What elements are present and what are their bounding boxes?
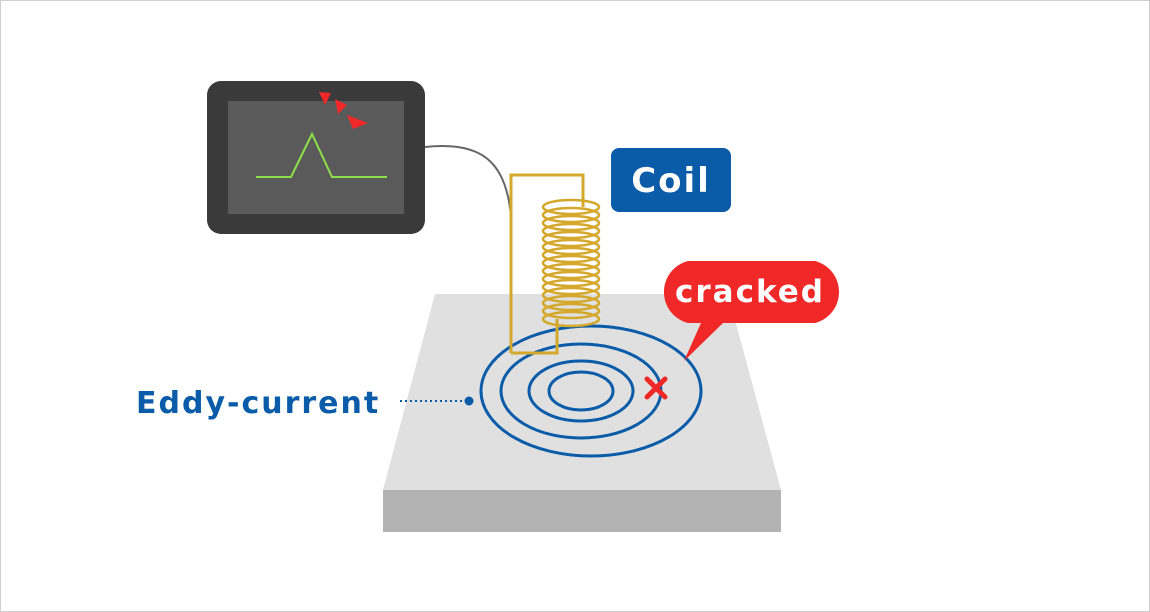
eddy-ring-outer — [479, 324, 703, 458]
cross-mark-icon — [644, 376, 668, 400]
cracked-callout-text: cracked — [675, 274, 825, 310]
eddy-current-label-text: Eddy-current — [136, 386, 380, 421]
eddy-ring-center — [547, 370, 615, 412]
monitor-screen — [228, 101, 404, 214]
coil-windings — [541, 198, 601, 328]
coil-label-text: Coil — [631, 161, 711, 201]
plate-side-face — [383, 490, 781, 532]
coil-wire-return — [511, 319, 559, 355]
signal-waveform — [256, 131, 387, 178]
eddy-current-label: Eddy-current — [136, 386, 474, 421]
metal-plate — [383, 294, 781, 532]
coil-label: Coil — [611, 148, 731, 212]
eddy-current-rings — [479, 324, 703, 458]
detector-monitor — [207, 81, 425, 234]
cracked-callout: cracked — [663, 261, 840, 361]
probe-cable — [424, 145, 512, 217]
eddy-current-leader-dot — [464, 396, 474, 406]
cracked-callout-bubble — [663, 261, 840, 361]
alert-wave-icon — [319, 92, 368, 129]
coil-wire-loop — [509, 173, 585, 353]
coil-label-box — [611, 148, 731, 212]
plate-top-face — [383, 294, 781, 490]
eddy-ring-inner — [527, 359, 635, 423]
